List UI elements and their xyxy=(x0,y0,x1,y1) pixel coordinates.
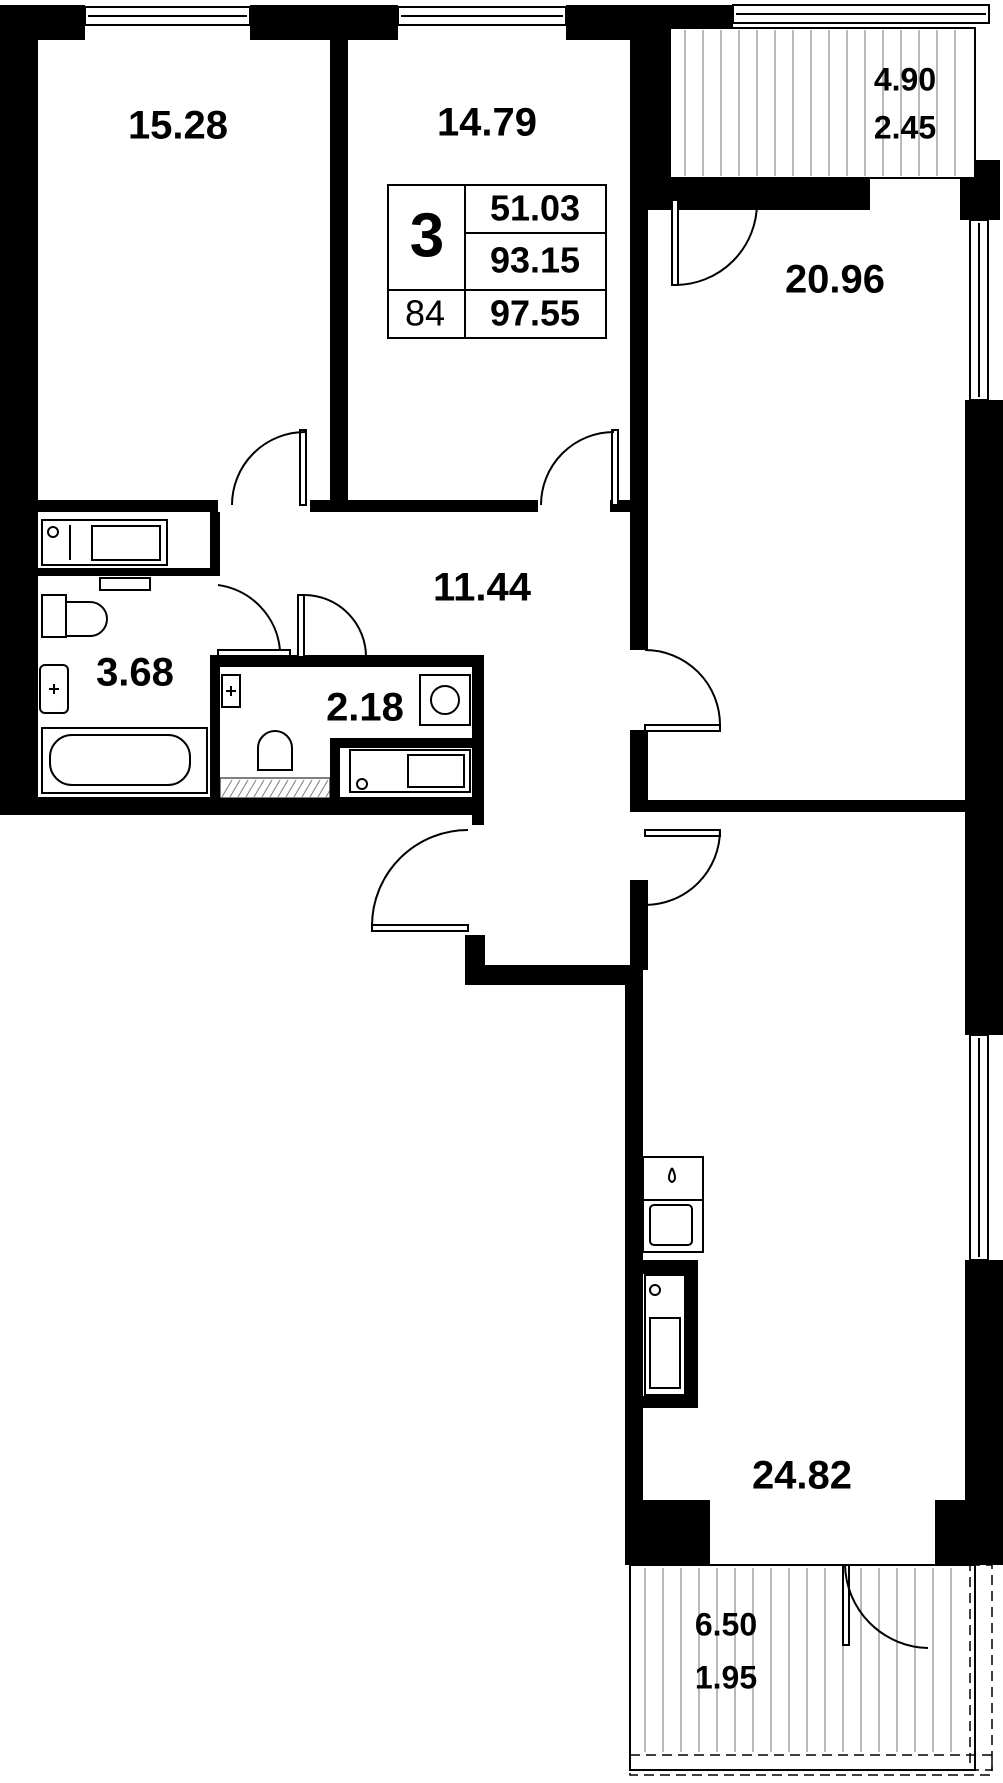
water-heater-icon xyxy=(99,577,151,591)
washing-machine-icon xyxy=(419,674,471,726)
room-area-hallway: 11.44 xyxy=(433,566,532,610)
stove-icon xyxy=(349,749,471,793)
living-area: 51.03 xyxy=(490,188,580,229)
room-area-bedroom-1: 15.28 xyxy=(128,104,228,148)
apartment-summary: 3 51.03 93.15 84 97.55 xyxy=(387,184,607,339)
balcony-top-reduced-area: 2.45 xyxy=(874,109,936,145)
room-count: 3 xyxy=(410,201,444,270)
walls xyxy=(0,5,1003,1565)
window-icon xyxy=(84,4,990,1261)
kitchen-sink-icon xyxy=(642,1156,704,1253)
toilet-icon xyxy=(257,730,293,771)
bathtub-icon xyxy=(41,727,208,794)
apartment-number: 84 xyxy=(405,293,445,334)
room-area-bedroom-2: 14.79 xyxy=(437,101,537,145)
balcony-top-area: 4.90 xyxy=(874,61,936,97)
door-swing-icon xyxy=(217,199,929,1649)
balcony-top xyxy=(669,27,976,179)
room-area-bathroom: 3.68 xyxy=(96,651,174,695)
room-area-kitchen-living: 24.82 xyxy=(752,1454,852,1498)
room-area-toilet: 2.18 xyxy=(326,686,404,730)
sink-icon xyxy=(39,664,69,714)
area-with-balconies: 97.55 xyxy=(490,293,580,334)
balcony-bottom-area: 6.50 xyxy=(695,1606,757,1642)
balcony-bottom xyxy=(629,1564,993,1776)
total-area: 93.15 xyxy=(490,240,580,281)
balcony-bottom-reduced-area: 1.95 xyxy=(695,1659,757,1695)
room-area-bedroom-3: 20.96 xyxy=(785,258,885,302)
toilet-icon xyxy=(41,594,108,638)
washing-machine-icon xyxy=(41,519,168,566)
sink-icon xyxy=(221,674,241,708)
stove-icon xyxy=(644,1274,686,1396)
